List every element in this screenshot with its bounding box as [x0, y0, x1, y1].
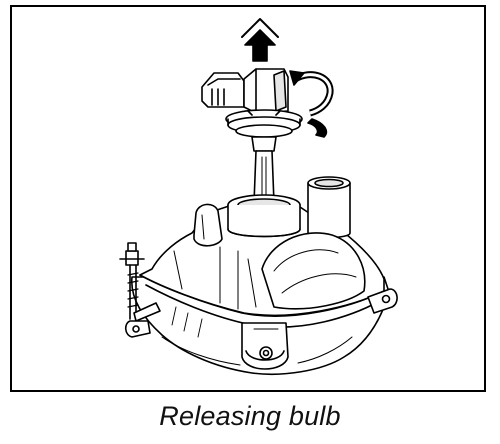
bulb-connector [201, 68, 303, 138]
figure-caption: Releasing bulb [159, 401, 341, 431]
adjuster-screw [119, 242, 161, 322]
headlamp-housing-illustration [119, 18, 398, 376]
up-arrow-icon [241, 18, 279, 62]
illustration-frame [10, 5, 486, 392]
rotate-counterclockwise-icon [289, 70, 334, 138]
headlamp-housing [119, 176, 398, 376]
